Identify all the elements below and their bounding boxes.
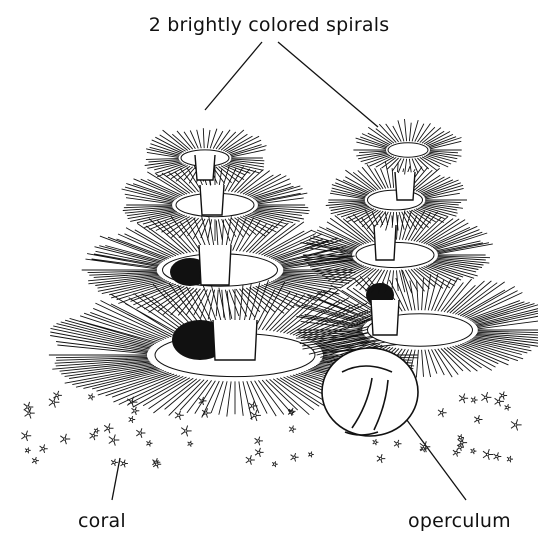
label-two-spirals: 2 brightly colored spirals (0, 14, 538, 36)
label-coral: coral (78, 510, 126, 532)
leader-coral (112, 458, 120, 500)
leader-left-spiral (205, 42, 262, 110)
label-operculum: operculum (408, 510, 511, 532)
right-spiral (296, 119, 538, 379)
leader-right-spiral (278, 42, 378, 127)
coral-bed (21, 391, 521, 469)
operculum-shape (322, 348, 418, 436)
